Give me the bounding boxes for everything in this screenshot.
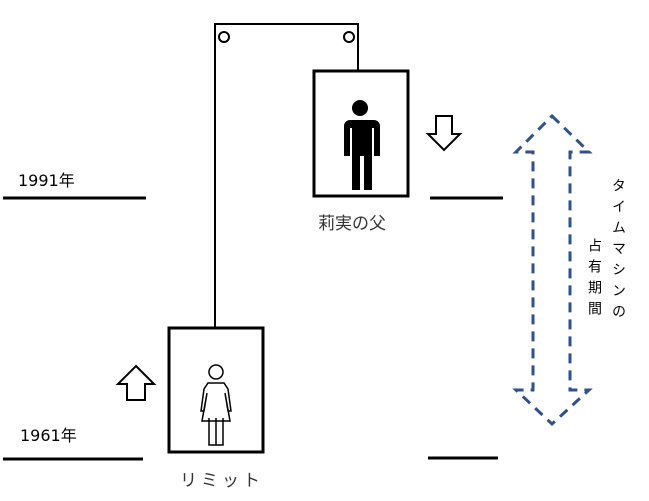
down-arrow-icon — [425, 115, 463, 152]
pulley-wheel-left — [218, 31, 230, 43]
male-person-icon — [344, 100, 380, 190]
up-arrow-icon — [115, 364, 157, 401]
top-person-label: 莉実の父 — [318, 214, 386, 234]
pulley-rope — [214, 23, 359, 328]
occupancy-period-double-arrow — [512, 113, 593, 427]
pulley-wheel-right — [343, 31, 355, 43]
year-label-1961: 1961年 — [20, 426, 77, 445]
bottom-person-label: リミット — [180, 471, 264, 491]
year-label-1991: 1991年 — [18, 171, 75, 190]
female-person-icon — [200, 364, 232, 446]
period-label-line2: 占有期間 — [586, 238, 602, 322]
period-label-line1: タイムマシンの — [610, 178, 626, 325]
